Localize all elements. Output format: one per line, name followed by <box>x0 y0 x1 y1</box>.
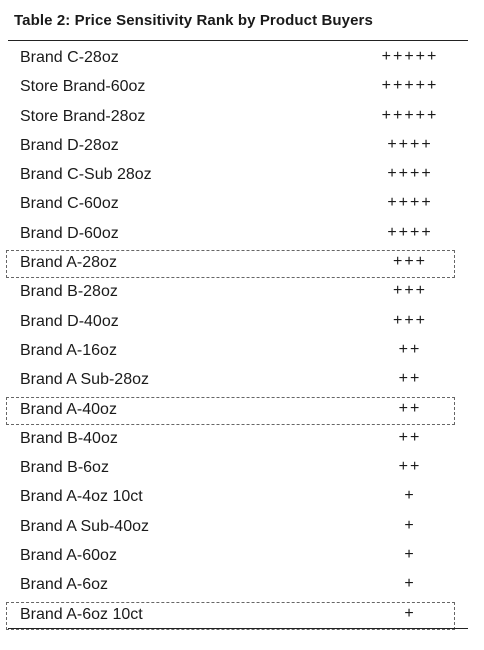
table-row: Brand C-60oz ++++ <box>0 190 484 219</box>
product-name: Brand B-28oz <box>20 283 118 301</box>
price-sensitivity-rank: + <box>404 487 416 505</box>
price-sensitivity-rank: ++ <box>398 370 422 388</box>
product-name: Brand A Sub-28oz <box>20 371 149 389</box>
table-row: Brand A-4oz 10ct + <box>0 483 484 512</box>
table-title: Table 2: Price Sensitivity Rank by Produ… <box>14 12 373 29</box>
product-name: Store Brand-60oz <box>20 78 146 96</box>
product-name: Brand A-40oz <box>20 400 117 418</box>
table-row: Brand D-60oz ++++ <box>0 220 484 249</box>
price-sensitivity-rank: ++ <box>398 458 422 476</box>
product-name: Brand C-28oz <box>20 49 119 66</box>
table-row: Store Brand-28oz +++++ <box>0 103 484 132</box>
price-sensitivity-rank: +++++ <box>381 48 439 65</box>
table-row: Brand C-28oz +++++ <box>0 44 484 73</box>
price-sensitivity-rank: + <box>404 546 416 564</box>
table-row-highlighted: Brand A-40oz ++ <box>0 396 484 425</box>
table-body: Brand C-28oz+++++Store Brand-60oz+++++St… <box>0 44 484 630</box>
price-sensitivity-rank: +++++ <box>381 77 439 95</box>
product-name: Brand A-6oz 10ct <box>20 605 143 623</box>
price-sensitivity-rank: + <box>404 575 416 593</box>
price-sensitivity-rank: + <box>404 604 416 622</box>
product-name: Brand A-28oz <box>20 254 117 272</box>
product-name: Brand A Sub-40oz <box>20 517 149 535</box>
price-sensitivity-rank: ++ <box>398 340 422 358</box>
table-top-rule <box>8 40 468 41</box>
price-sensitivity-rank: ++++ <box>387 194 433 212</box>
price-sensitivity-rank: ++++ <box>387 135 433 153</box>
table-bottom-rule <box>8 628 468 629</box>
price-sensitivity-rank: ++++ <box>387 223 433 241</box>
product-name: Brand B-40oz <box>20 429 118 447</box>
product-name: Brand B-6oz <box>20 459 109 477</box>
price-sensitivity-rank: + <box>404 516 416 534</box>
table-row-highlighted: Brand A-28oz +++ <box>0 249 484 279</box>
table-row: Brand A Sub-40oz + <box>0 513 484 542</box>
table-row: Brand A Sub-28oz ++ <box>0 366 484 395</box>
price-sensitivity-rank: +++ <box>392 253 428 271</box>
price-sensitivity-rank: +++ <box>392 311 428 329</box>
product-name: Brand C-Sub 28oz <box>20 166 152 184</box>
price-sensitivity-rank: +++++ <box>381 106 439 124</box>
price-sensitivity-rank: ++ <box>398 399 422 417</box>
price-sensitivity-rank: +++ <box>392 282 428 300</box>
table-row: Brand B-40oz ++ <box>0 425 484 454</box>
product-name: Brand D-40oz <box>20 312 119 330</box>
product-name: Brand A-16oz <box>20 341 117 359</box>
table-row: Brand B-6oz ++ <box>0 454 484 483</box>
price-sensitivity-rank: ++++ <box>387 165 433 183</box>
table-row: Brand A-16oz ++ <box>0 337 484 366</box>
table-row: Brand C-Sub 28oz ++++ <box>0 161 484 190</box>
product-name: Brand C-60oz <box>20 195 119 213</box>
table-row-highlighted: Brand A-6oz 10ct + <box>0 601 484 630</box>
product-name: Brand D-60oz <box>20 224 119 242</box>
table-row: Store Brand-60oz +++++ <box>0 73 484 102</box>
table-row: Brand D-28oz ++++ <box>0 132 484 161</box>
product-name: Store Brand-28oz <box>20 107 146 125</box>
product-name: Brand A-60oz <box>20 547 117 565</box>
table-row: Brand B-28oz +++ <box>0 278 484 307</box>
product-name: Brand D-28oz <box>20 136 119 154</box>
product-name: Brand A-6oz <box>20 576 109 594</box>
product-name: Brand A-4oz 10ct <box>20 488 143 506</box>
table-row: Brand A-6oz + <box>0 571 484 600</box>
table-row: Brand A-60oz + <box>0 542 484 571</box>
price-sensitivity-rank: ++ <box>398 428 422 446</box>
table-row: Brand D-40oz +++ <box>0 308 484 337</box>
